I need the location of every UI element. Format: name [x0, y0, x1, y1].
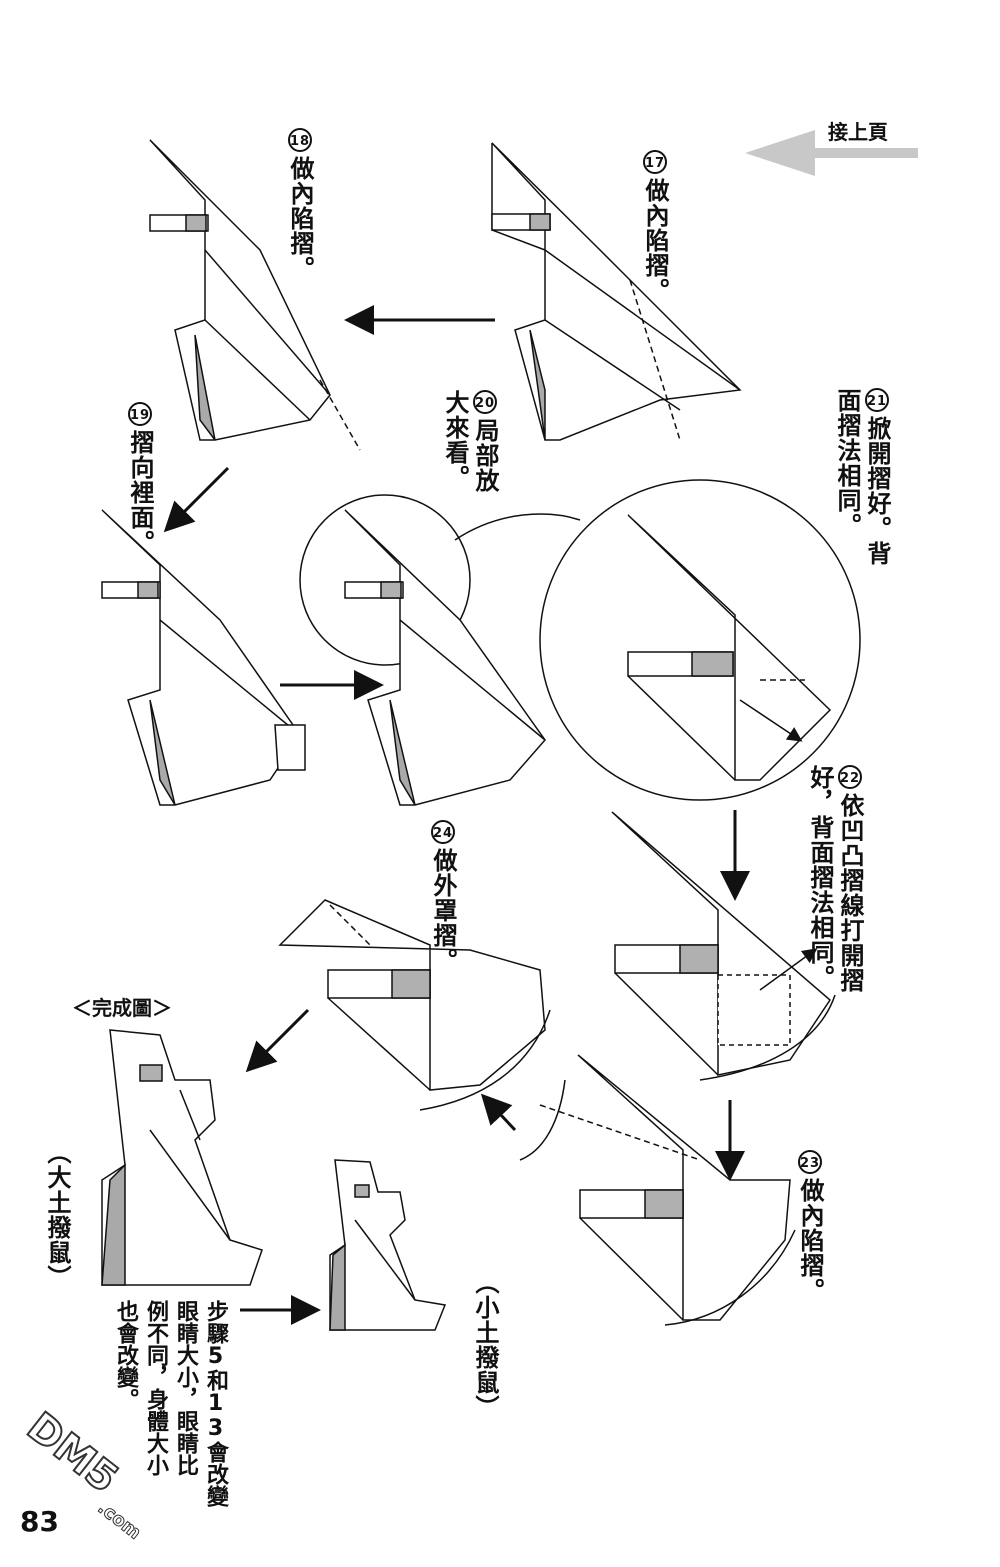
- continue-label: 接上頁: [828, 120, 888, 144]
- step-22-number: 22: [838, 765, 862, 789]
- large-marmot-figure: [101, 1029, 263, 1286]
- small-marmot-text: 小土撥鼠: [471, 1295, 499, 1395]
- page-number: 83: [20, 1505, 59, 1538]
- large-marmot-text: 大土撥鼠: [43, 1165, 71, 1265]
- step-21-text: 掀開摺好。背面摺法相同。: [833, 388, 891, 566]
- flow-arrow: [480, 1093, 517, 1132]
- flow-arrow: [245, 1008, 310, 1073]
- step-24-instruction: 24 做外罩摺。: [428, 820, 458, 973]
- step-19-number: 19: [128, 402, 152, 426]
- size-note: 步驟5和13會改變 眼睛大小，眼睛比 例不同，身體大小 也會改變。: [110, 1300, 230, 1507]
- step-19-figure: [101, 509, 306, 806]
- continue-arrow: [745, 130, 918, 176]
- size-note-line-3: 例不同，身體大小: [143, 1300, 168, 1476]
- step-23-text: 做內陷摺。: [796, 1178, 824, 1303]
- step-20-figure: [299, 494, 581, 806]
- step-18-text: 做內陷摺。: [286, 156, 314, 281]
- step-19-text: 摺向裡面。: [126, 430, 154, 555]
- step-22-figure: [611, 811, 836, 1081]
- step-22-text: 依凹凸摺線打開摺好，背面摺法相同。: [806, 765, 864, 993]
- step-17-text: 做內陷摺。: [641, 178, 669, 303]
- step-21-magnified-figure: [539, 479, 861, 801]
- step-17-number: 17: [643, 150, 667, 174]
- step-18-figure: [149, 139, 361, 451]
- step-23-number: 23: [798, 1150, 822, 1174]
- small-marmot-figure: [329, 1159, 447, 1331]
- size-note-line-4: 也會改變。: [113, 1300, 138, 1410]
- large-marmot-label: ︵大土撥鼠︶: [43, 1140, 71, 1290]
- step-19-instruction: 19 摺向裡面。: [125, 402, 155, 555]
- step-17-figure: [491, 142, 742, 441]
- step-20-number: 20: [473, 390, 497, 414]
- step-20-text: 局部放大來看。: [441, 390, 499, 493]
- step-24-figure: [278, 899, 551, 1111]
- flow-arrow: [163, 466, 230, 533]
- small-marmot-label: ︵小土撥鼠︶: [471, 1270, 499, 1420]
- step-21-number: 21: [865, 388, 889, 412]
- step-22-instruction: 22依凹凸摺線打開摺好，背面摺法相同。: [805, 765, 865, 1005]
- step-21-instruction: 21掀開摺好。背面摺法相同。: [832, 388, 892, 568]
- step-24-text: 做外罩摺。: [429, 848, 457, 973]
- step-18-number: 18: [288, 128, 312, 152]
- step-23-instruction: 23 做內陷摺。: [795, 1150, 825, 1303]
- step-24-number: 24: [431, 820, 455, 844]
- step-17-instruction: 17 做內陷摺。: [640, 150, 670, 303]
- size-note-line-2: 眼睛大小，眼睛比: [173, 1300, 198, 1476]
- finished-title: ＜完成圖＞: [72, 996, 172, 1020]
- size-note-line-1: 步驟5和13會改變: [203, 1300, 228, 1507]
- step-23-figure: [519, 1054, 796, 1326]
- step-18-instruction: 18 做內陷摺。: [285, 128, 315, 281]
- step-20-instruction: 20局部放大來看。: [440, 390, 500, 500]
